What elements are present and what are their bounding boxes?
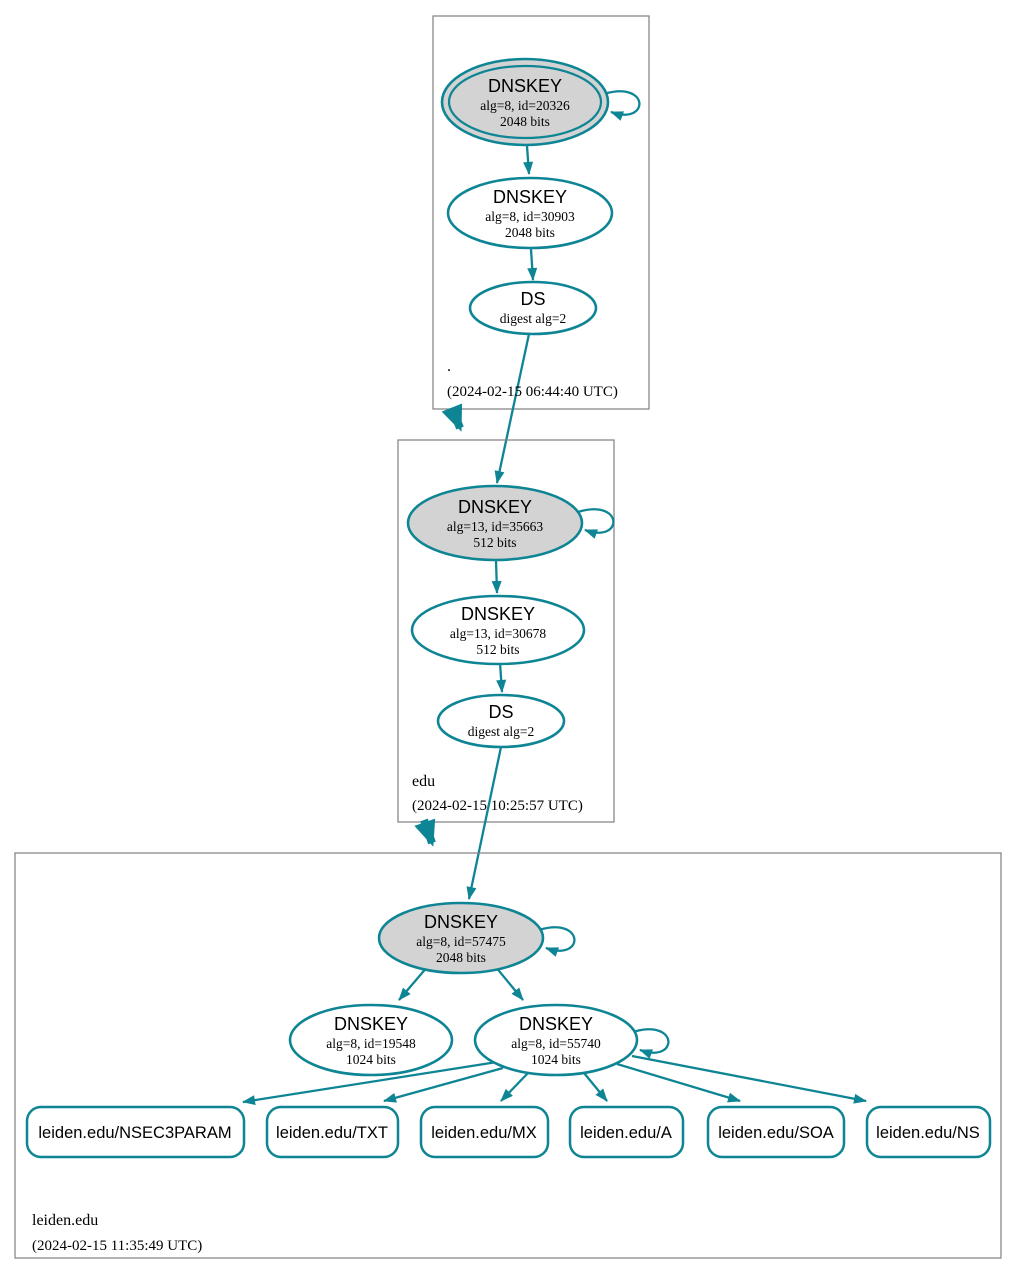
zone-leiden-box xyxy=(14,852,1002,1259)
edge-root-zsk-to-ds xyxy=(527,248,538,281)
zone-edu-label: edu xyxy=(412,773,435,790)
edu-zsk-bits: 512 bits xyxy=(476,642,519,657)
edu-ksk-alg: alg=13, id=35663 xyxy=(447,519,543,534)
zone-leiden-edu: DNSKEY alg=8, id=57475 2048 bits DNSKEY … xyxy=(14,852,1002,1259)
edge-edu-ds-to-leiden-ksk xyxy=(466,746,503,900)
rrset-txt-label: leiden.edu/TXT xyxy=(276,1124,388,1142)
root-ksk-outer-ellipse xyxy=(440,57,610,147)
edu-zsk-title: DNSKEY xyxy=(461,604,535,624)
zone-leiden-label: leiden.edu xyxy=(32,1212,98,1229)
edu-ksk-dnskey-node[interactable]: DNSKEY alg=13, id=35663 512 bits xyxy=(406,484,584,562)
edge-leiden-zsk2-selfloop xyxy=(632,1028,670,1059)
zone-edu-timestamp: (2024-02-15 10:25:57 UTC) xyxy=(412,798,583,814)
leiden-zsk1-ellipse xyxy=(288,1003,454,1077)
edu-ds-ellipse xyxy=(436,693,566,749)
zone-edu: DNSKEY alg=13, id=35663 512 bits DNSKEY … xyxy=(397,439,615,900)
leiden-zsk2-title: DNSKEY xyxy=(519,1014,593,1034)
edu-ksk-ellipse xyxy=(406,484,584,562)
leiden-zsk2-alg: alg=8, id=55740 xyxy=(511,1036,601,1051)
rrset-mx-box xyxy=(419,1105,550,1159)
leiden-zsk1-title: DNSKEY xyxy=(334,1014,408,1034)
root-ksk-dnskey-node[interactable]: DNSKEY alg=8, id=20326 2048 bits xyxy=(440,57,610,147)
edu-ds-alg: digest alg=2 xyxy=(468,724,534,739)
edu-ds-title: DS xyxy=(488,702,513,722)
root-zsk-ellipse xyxy=(446,176,614,250)
edge-edu-ksk-to-zsk xyxy=(491,559,502,594)
rrset-node-ns[interactable]: leiden.edu/NS xyxy=(865,1105,992,1159)
root-zsk-bits: 2048 bits xyxy=(505,225,555,240)
rrset-ns-label: leiden.edu/NS xyxy=(876,1124,980,1142)
edge-root-ksk-to-zsk xyxy=(523,145,534,175)
zone-root: DNSKEY alg=8, id=20326 2048 bits DNSKEY … xyxy=(432,15,650,484)
edu-zsk-alg: alg=13, id=30678 xyxy=(450,626,546,641)
delegation-arrow-root-to-edu xyxy=(441,403,464,432)
edge-leiden-ksk-selfloop xyxy=(538,926,576,957)
root-zsk-title: DNSKEY xyxy=(493,187,567,207)
edge-zsk2-to-txt xyxy=(383,1066,504,1103)
zone-edu-box xyxy=(397,439,615,823)
edge-root-ds-to-edu-ksk xyxy=(494,333,531,484)
edge-leiden-ksk-to-zsk2 xyxy=(494,965,524,1001)
leiden-zsk2-ellipse xyxy=(473,1003,639,1077)
edge-zsk2-to-nsec3param xyxy=(242,1060,498,1106)
zone-root-timestamp: (2024-02-15 06:44:40 UTC) xyxy=(447,384,618,400)
rrset-txt-box xyxy=(265,1105,400,1159)
root-ksk-inner-ellipse xyxy=(447,64,603,140)
rrset-nsec3param-label: leiden.edu/NSEC3PARAM xyxy=(38,1124,231,1142)
zone-root-label: . xyxy=(447,358,451,375)
delegation-arrow-edu-to-leiden xyxy=(414,818,436,847)
edu-zsk-ellipse xyxy=(410,594,586,666)
zone-root-box xyxy=(432,15,650,410)
edge-zsk2-to-soa xyxy=(616,1062,741,1103)
edge-edu-ksk-selfloop xyxy=(577,508,615,539)
leiden-zsk1-alg: alg=8, id=19548 xyxy=(326,1036,416,1051)
edu-ksk-bits: 512 bits xyxy=(473,535,516,550)
rrset-nsec3param-box xyxy=(25,1105,246,1159)
root-ds-ellipse xyxy=(468,280,598,336)
root-zsk-alg: alg=8, id=30903 xyxy=(485,209,575,224)
rrset-soa-label: leiden.edu/SOA xyxy=(718,1124,834,1142)
rrset-node-nsec3param[interactable]: leiden.edu/NSEC3PARAM xyxy=(25,1105,246,1159)
leiden-ksk-title: DNSKEY xyxy=(424,912,498,932)
rrset-a-label: leiden.edu/A xyxy=(580,1124,672,1142)
edu-ds-node[interactable]: DS digest alg=2 xyxy=(436,693,566,749)
rrset-node-mx[interactable]: leiden.edu/MX xyxy=(419,1105,550,1159)
edge-zsk2-to-ns xyxy=(631,1054,867,1104)
leiden-zsk2-bits: 1024 bits xyxy=(531,1052,581,1067)
root-ds-alg: digest alg=2 xyxy=(500,311,566,326)
root-ds-node[interactable]: DS digest alg=2 xyxy=(468,280,598,336)
root-ds-title: DS xyxy=(520,289,545,309)
rrset-node-soa[interactable]: leiden.edu/SOA xyxy=(706,1105,846,1159)
rrset-ns-box xyxy=(865,1105,992,1159)
edge-edu-zsk-to-ds xyxy=(496,662,507,693)
root-ksk-title: DNSKEY xyxy=(488,76,562,96)
rrset-node-a[interactable]: leiden.edu/A xyxy=(568,1105,685,1159)
leiden-ksk-alg: alg=8, id=57475 xyxy=(416,934,506,949)
edge-leiden-ksk-to-zsk1 xyxy=(398,965,429,1001)
zone-leiden-timestamp: (2024-02-15 11:35:49 UTC) xyxy=(32,1238,202,1254)
leiden-ksk-bits: 2048 bits xyxy=(436,950,486,965)
rrset-mx-label: leiden.edu/MX xyxy=(431,1124,537,1142)
leiden-ksk-dnskey-node[interactable]: DNSKEY alg=8, id=57475 2048 bits xyxy=(377,901,545,975)
edge-root-ksk-selfloop xyxy=(603,90,641,121)
leiden-ksk-ellipse xyxy=(377,901,545,975)
rrset-node-txt[interactable]: leiden.edu/TXT xyxy=(265,1105,400,1159)
edge-zsk2-to-mx xyxy=(500,1072,529,1102)
root-ksk-bits: 2048 bits xyxy=(500,114,550,129)
rrset-a-box xyxy=(568,1105,685,1159)
edu-ksk-title: DNSKEY xyxy=(458,497,532,517)
root-zsk-dnskey-node[interactable]: DNSKEY alg=8, id=30903 2048 bits xyxy=(446,176,614,250)
edu-zsk-dnskey-node[interactable]: DNSKEY alg=13, id=30678 512 bits xyxy=(410,594,586,666)
leiden-zsk1-bits: 1024 bits xyxy=(346,1052,396,1067)
rrset-soa-box xyxy=(706,1105,846,1159)
root-ksk-alg: alg=8, id=20326 xyxy=(480,98,570,113)
leiden-zsk1-dnskey-node[interactable]: DNSKEY alg=8, id=19548 1024 bits xyxy=(288,1003,454,1077)
leiden-zsk2-dnskey-node[interactable]: DNSKEY alg=8, id=55740 1024 bits xyxy=(473,1003,639,1077)
edge-zsk2-to-a xyxy=(583,1072,608,1102)
